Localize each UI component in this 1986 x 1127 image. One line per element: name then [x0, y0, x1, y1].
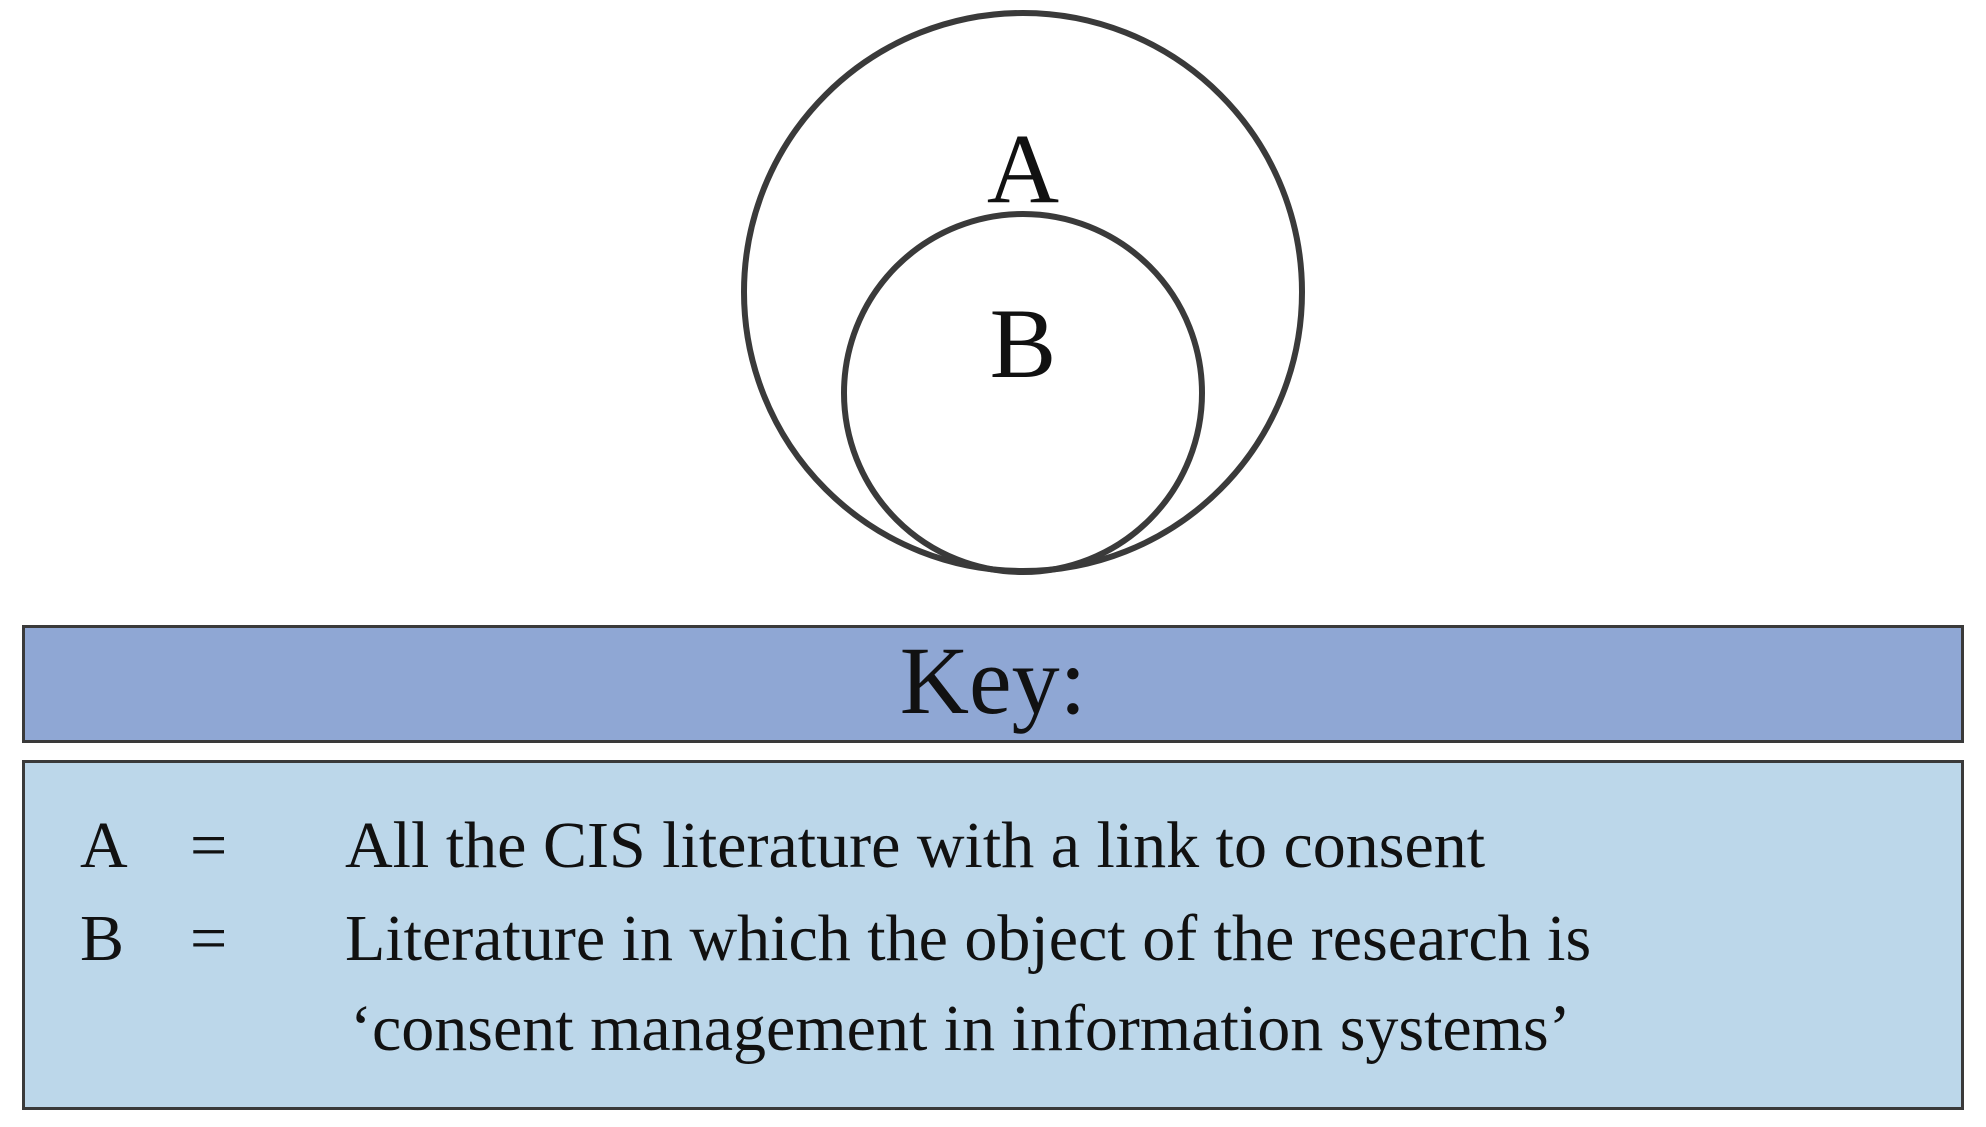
key-title: Key:	[899, 627, 1087, 734]
circle-a-label: A	[987, 113, 1059, 224]
circle-b	[841, 211, 1205, 575]
key-symbol-b: B	[80, 902, 125, 975]
key-equals-b: =	[190, 902, 228, 975]
circle-b-label: B	[990, 288, 1057, 399]
key-description-b-line-2: ‘consent management in information syste…	[350, 992, 1571, 1065]
key-equals-a: =	[190, 809, 228, 882]
key-body: A = All the CIS literature with a link t…	[22, 760, 1964, 1110]
key-header: Key:	[22, 625, 1964, 743]
key-symbol-a: A	[80, 809, 128, 882]
key-description-b-line-1: Literature in which the object of the re…	[345, 902, 1592, 975]
key-description-a: All the CIS literature with a link to co…	[345, 809, 1486, 882]
venn-diagram: A B	[741, 10, 1305, 575]
